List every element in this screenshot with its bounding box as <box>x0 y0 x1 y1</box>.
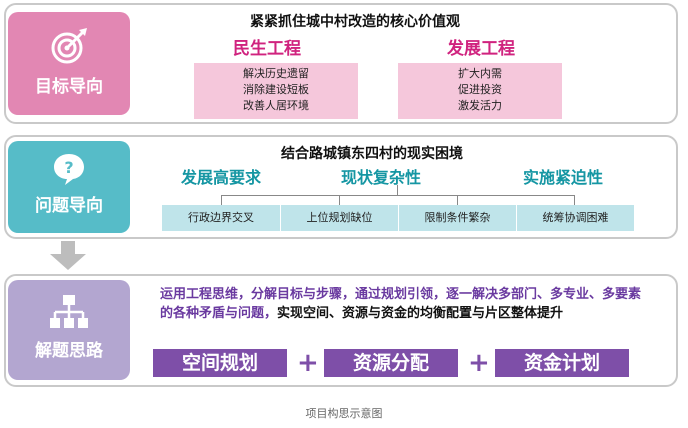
spatial-planning-bar: 空间规划 <box>153 349 287 377</box>
solution-text-part2: 实现空间、资源与资金的均衡配置与片区整体提升 <box>277 306 564 321</box>
connector-drop <box>574 195 575 205</box>
badge-goal-label: 目标导向 <box>35 77 103 97</box>
issue-box: 上位规划缺位 <box>281 205 398 231</box>
development-item: 扩大内需 <box>458 67 502 80</box>
hierarchy-icon <box>50 295 88 328</box>
connector-horizontal <box>221 195 574 196</box>
badge-problem-oriented: ? 问题导向 <box>8 141 130 233</box>
connector-drop <box>221 195 222 205</box>
livelihood-item: 消除建设短板 <box>243 83 309 96</box>
livelihood-box: 解决历史遗留 消除建设短板 改善人居环境 <box>194 63 358 119</box>
down-arrow-icon <box>50 241 86 270</box>
complexity-head: 现状复杂性 <box>341 168 422 187</box>
issue-box: 限制条件繁杂 <box>399 205 516 231</box>
development-head: 发展工程 <box>447 39 515 59</box>
development-item: 激发活力 <box>458 99 502 112</box>
funding-plan-bar: 资金计划 <box>495 349 629 377</box>
issue-box: 行政边界交叉 <box>162 205 280 231</box>
livelihood-item: 解决历史遗留 <box>243 67 309 80</box>
resource-allocation-bar: 资源分配 <box>324 349 458 377</box>
question-bubble-icon: ? <box>54 154 84 185</box>
livelihood-item: 改善人居环境 <box>243 99 309 112</box>
badge-problem-label: 问题导向 <box>35 196 103 216</box>
plus-sign: + <box>468 348 490 378</box>
solution-text-part1: 运用工程思维，分解目标与步骤，通过规划引领，逐一解决多部门、多专业、多要素的各种… <box>160 287 642 321</box>
section1-title: 紧紧抓住城中村改造的核心价值观 <box>250 14 460 30</box>
connector-drop <box>339 195 340 205</box>
urgency-head: 实施紧迫性 <box>523 168 604 187</box>
badge-solution: 解题思路 <box>8 280 130 380</box>
issue-box: 统筹协调困难 <box>517 205 634 231</box>
badge-solution-label: 解题思路 <box>35 341 103 361</box>
development-box: 扩大内需 促进投资 激发活力 <box>398 63 562 119</box>
figure-caption: 项目构思示意图 <box>305 407 383 420</box>
connector-vertical-main <box>397 185 398 195</box>
high-requirement-head: 发展高要求 <box>181 168 262 187</box>
plus-sign: + <box>297 348 319 378</box>
livelihood-head: 民生工程 <box>233 39 301 59</box>
svg-text:?: ? <box>64 158 73 177</box>
target-icon <box>51 28 87 64</box>
connector-drop <box>457 195 458 205</box>
badge-goal-oriented: 目标导向 <box>8 12 130 115</box>
solution-text: 运用工程思维，分解目标与步骤，通过规划引领，逐一解决多部门、多专业、多要素的各种… <box>160 285 650 323</box>
section2-title: 结合路城镇东四村的现实困境 <box>281 146 463 162</box>
development-item: 促进投资 <box>458 83 502 96</box>
